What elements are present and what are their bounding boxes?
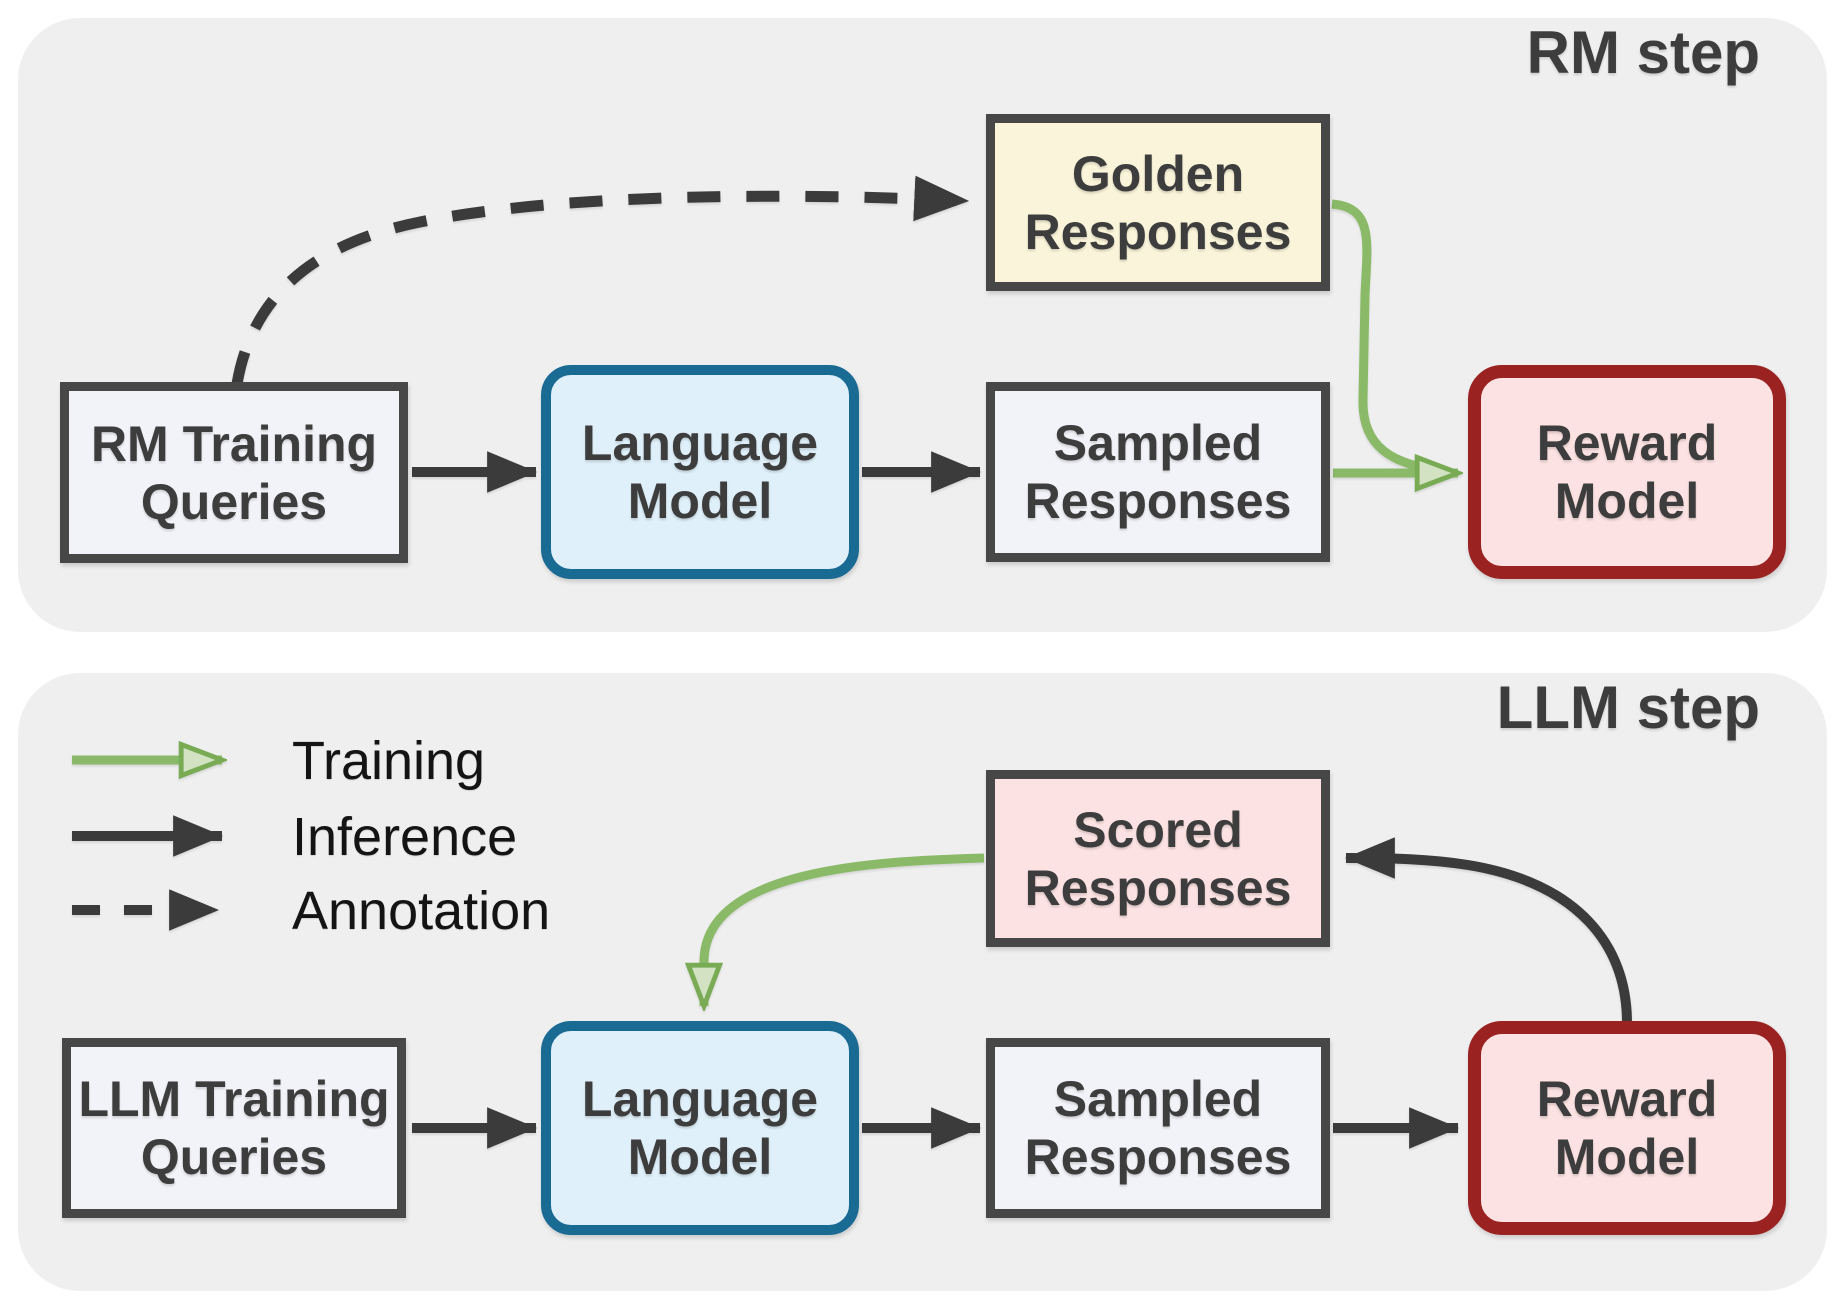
rm-step-label: RM step	[1526, 19, 1760, 86]
golden-responses-label: Golden Responses	[1024, 145, 1292, 260]
training-curve-scored-to-lm	[704, 853, 985, 1006]
language-model-box-llm: Language Model	[541, 1021, 859, 1235]
language-model-label-llm: Language Model	[581, 1071, 819, 1185]
scored-responses-box: Scored Responses	[986, 770, 1330, 947]
reward-model-label-llm: Reward Model	[1536, 1071, 1718, 1185]
training-curve-golden-to-reward	[1331, 199, 1449, 476]
sampled-responses-box-llm: Sampled Responses	[986, 1038, 1330, 1218]
reward-model-label-rm: Reward Model	[1536, 415, 1718, 529]
llm-training-queries-label: LLM Training Queries	[78, 1071, 390, 1185]
reward-model-box-llm: Reward Model	[1468, 1021, 1786, 1235]
rm-training-queries-box: RM Training Queries	[60, 382, 408, 563]
llm-training-queries-box: LLM Training Queries	[62, 1038, 406, 1218]
llm-step-label: LLM step	[1496, 674, 1760, 741]
legend-training-label: Training	[292, 731, 486, 791]
legend-annotation-label: Annotation	[292, 881, 551, 941]
annotation-arrow-rmqueries-to-golden	[231, 175, 970, 385]
scored-responses-label: Scored Responses	[1024, 801, 1292, 916]
language-model-label-rm: Language Model	[581, 415, 819, 529]
sampled-responses-label-rm: Sampled Responses	[1024, 415, 1292, 529]
reward-model-box-rm: Reward Model	[1468, 365, 1786, 579]
legend-inference-label: Inference	[292, 807, 518, 867]
golden-responses-box: Golden Responses	[986, 114, 1330, 291]
sampled-responses-label-llm: Sampled Responses	[1024, 1071, 1292, 1185]
language-model-box-rm: Language Model	[541, 365, 859, 579]
inference-curve-reward-to-scored	[1344, 837, 1632, 1024]
sampled-responses-box-rm: Sampled Responses	[986, 382, 1330, 562]
rm-training-queries-label: RM Training Queries	[90, 415, 378, 530]
